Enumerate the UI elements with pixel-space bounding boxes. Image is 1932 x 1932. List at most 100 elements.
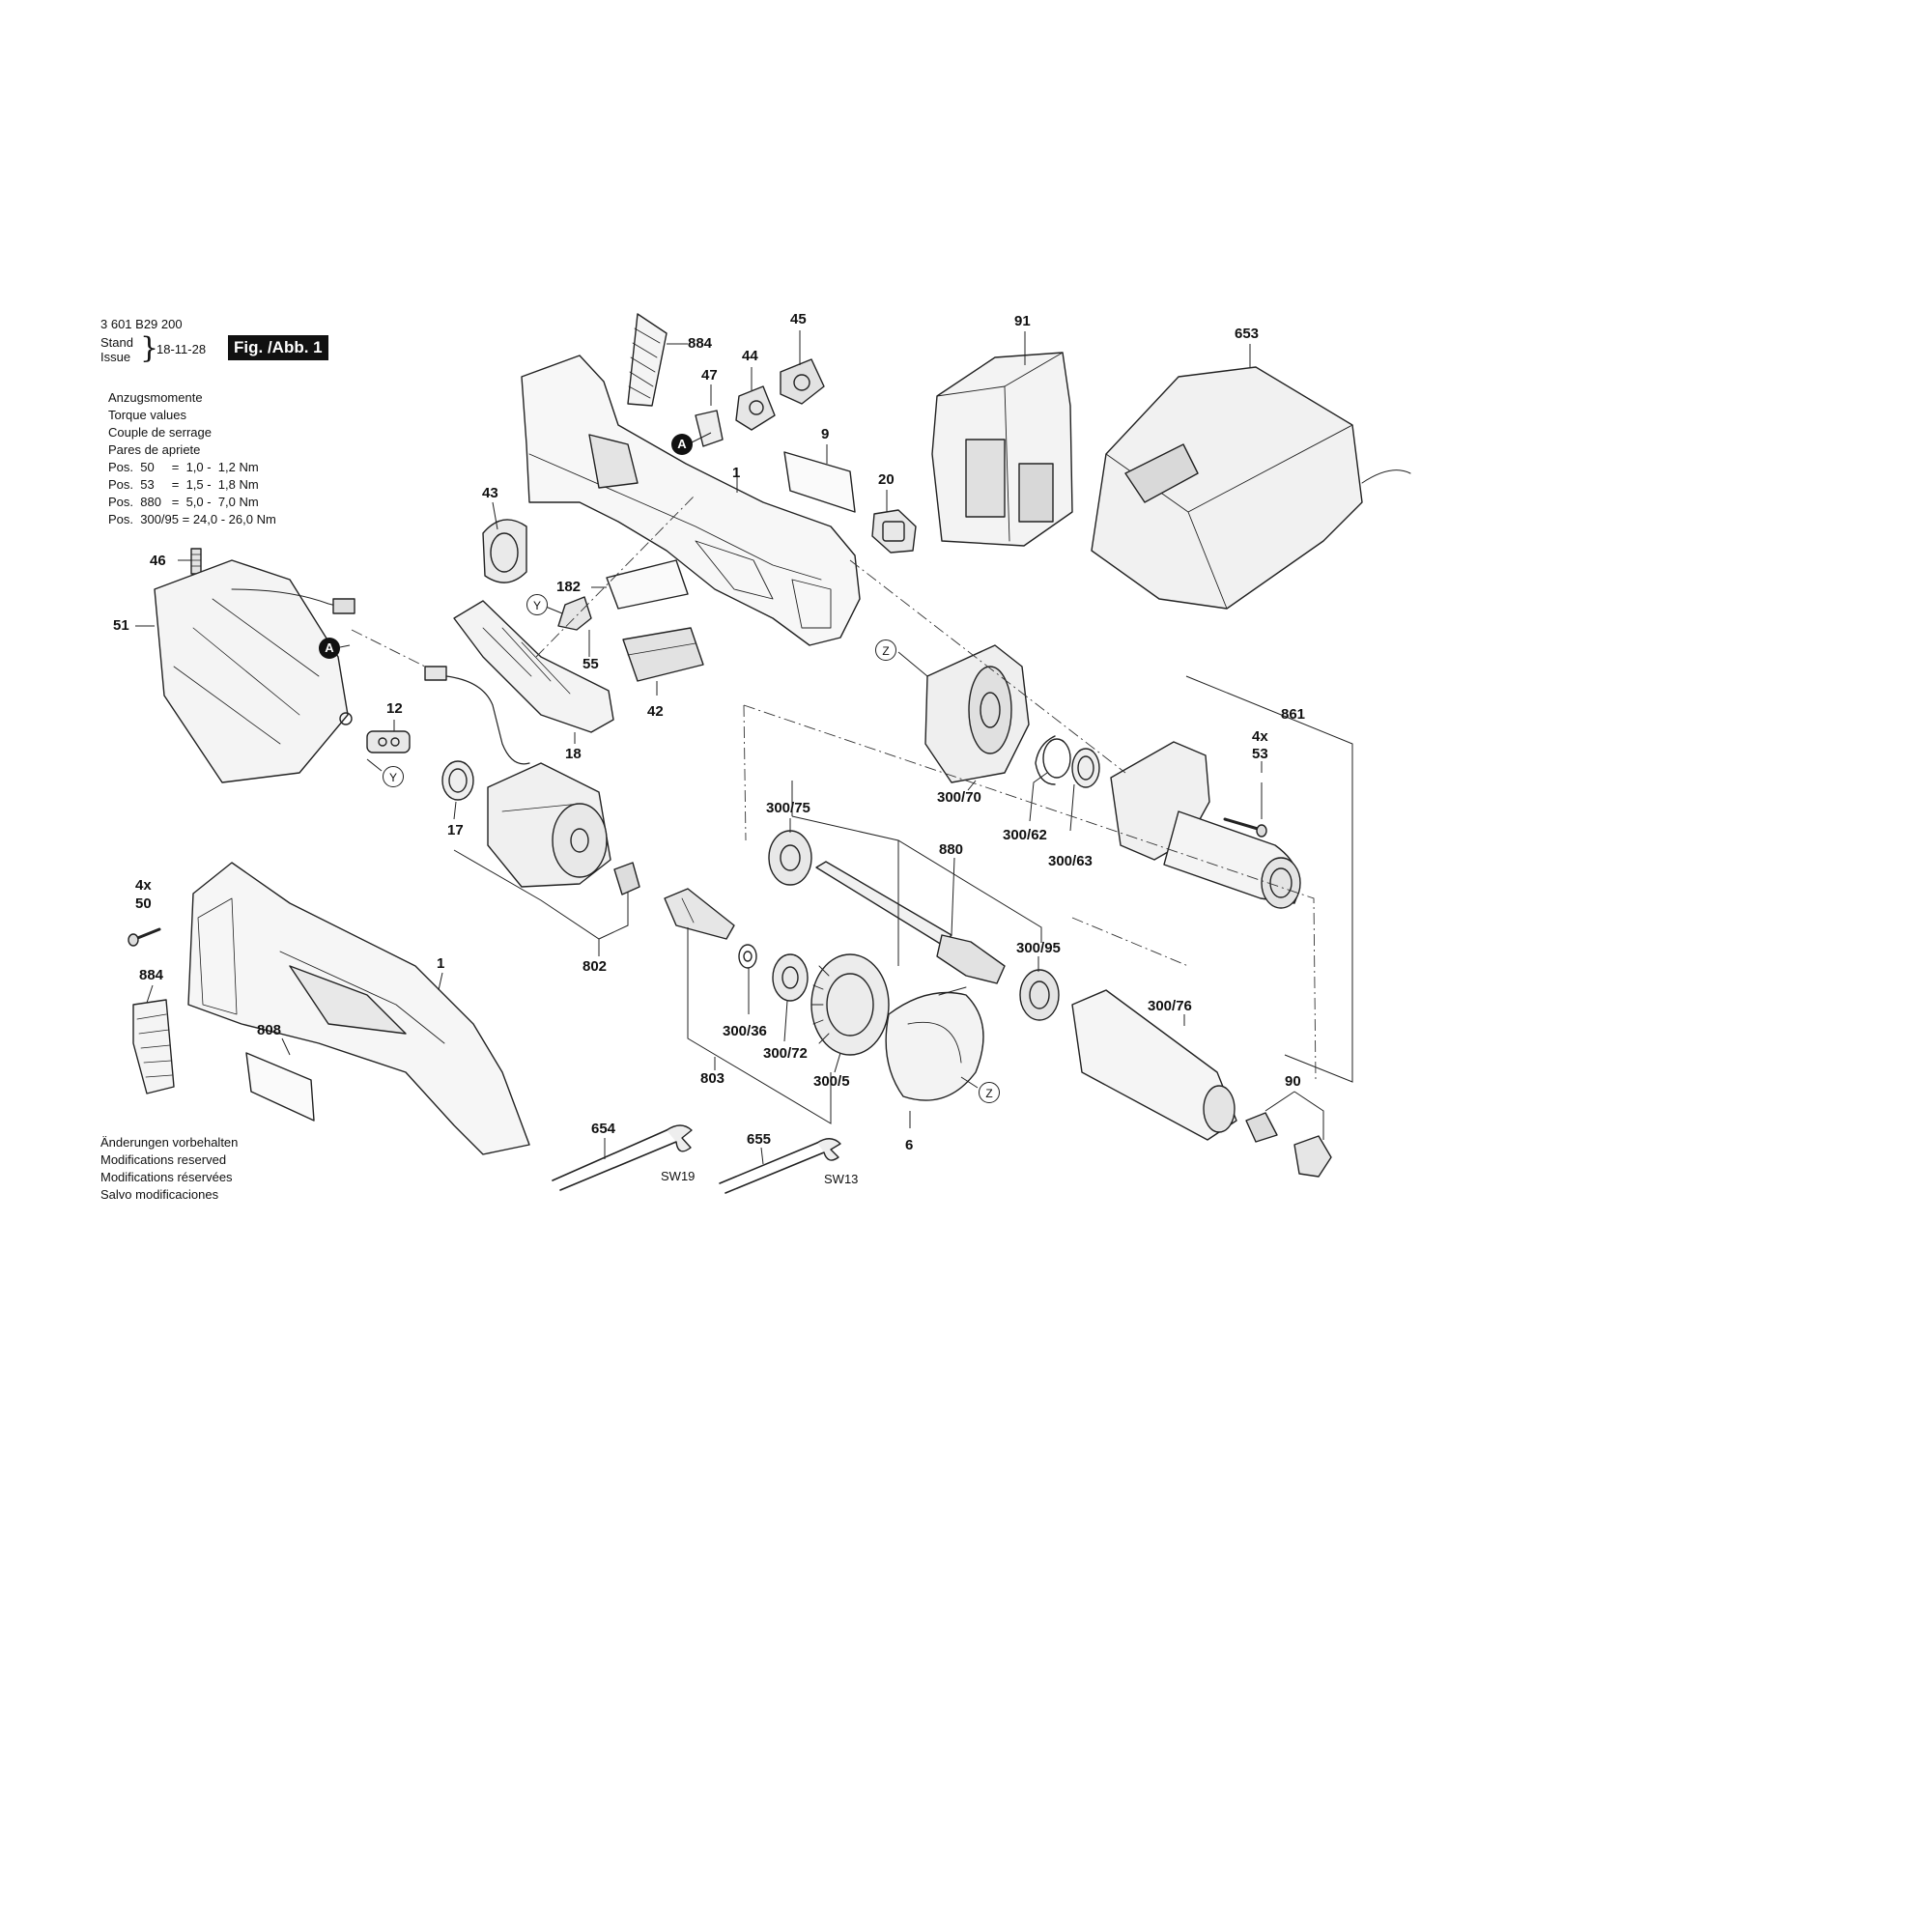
issue-date: 18-11-28 — [156, 342, 207, 356]
part-654-wrench-sw19 — [552, 1124, 693, 1191]
part-91-battery — [931, 352, 1073, 547]
part-300-75-bearing — [768, 830, 812, 886]
part-9-label — [783, 451, 856, 513]
label-91: 91 — [1014, 313, 1031, 329]
torque-title-de: Anzugsmomente — [108, 390, 203, 405]
stand-label: Stand — [100, 335, 133, 350]
part-spindle — [664, 888, 735, 940]
footer-note-en: Modifications reserved — [100, 1152, 227, 1167]
part-884-filter-lower — [132, 999, 175, 1094]
part-44-carrier — [735, 385, 776, 431]
part-46-spring — [190, 548, 202, 575]
part-300-63-ring — [1071, 748, 1100, 788]
callout-a-left: A — [319, 638, 340, 659]
part-300-62-circlip — [1035, 735, 1071, 785]
part-43-cap — [482, 519, 527, 583]
part-861-gear-head — [1110, 741, 1301, 909]
callout-z-top: Z — [875, 639, 896, 661]
part-300-76-sleeve — [1071, 989, 1237, 1141]
part-47-retainer — [695, 410, 724, 447]
part-802-motor — [487, 762, 611, 888]
label-50: 50 — [135, 895, 152, 912]
label-45: 45 — [790, 311, 807, 327]
label-182: 182 — [556, 579, 582, 595]
label-802: 802 — [582, 958, 608, 975]
label-1-lower: 1 — [437, 955, 445, 972]
label-808: 808 — [257, 1022, 282, 1038]
part-300-5-gear — [810, 953, 890, 1056]
part-20-switch — [871, 509, 917, 554]
label-9: 9 — [821, 426, 830, 442]
label-300-62: 300/62 — [1003, 827, 1047, 843]
label-12: 12 — [386, 700, 403, 717]
torque-row: Pos. 880 = 5,0 - 7,0 Nm — [108, 495, 259, 509]
part-1-housing-lower — [187, 862, 530, 1155]
label-55: 55 — [582, 656, 599, 672]
part-880-shaft — [815, 861, 1006, 984]
part-655-wrench-sw13 — [719, 1138, 841, 1194]
part-300-72-bearing — [772, 953, 809, 1002]
torque-title-en: Torque values — [108, 408, 186, 422]
wrench-size-sw19: SW19 — [661, 1169, 696, 1183]
part-1-housing-half — [521, 355, 861, 646]
torque-title-es: Pares de apriete — [108, 442, 201, 457]
label-53: 53 — [1252, 746, 1268, 762]
label-1-top: 1 — [732, 465, 741, 481]
part-808-label — [245, 1052, 315, 1122]
torque-row: Pos. 53 = 1,5 - 1,8 Nm — [108, 477, 259, 492]
label-300-72: 300/72 — [763, 1045, 808, 1062]
label-300-63: 300/63 — [1048, 853, 1093, 869]
part-182-sheet — [606, 559, 689, 610]
label-44: 44 — [742, 348, 758, 364]
callout-a-top: A — [671, 434, 693, 455]
label-4x-53: 4x — [1252, 728, 1268, 745]
label-803: 803 — [700, 1070, 725, 1087]
label-42: 42 — [647, 703, 664, 720]
label-300-95: 300/95 — [1016, 940, 1061, 956]
label-300-70: 300/70 — [937, 789, 981, 806]
footer-note-de: Änderungen vorbehalten — [100, 1135, 239, 1150]
callout-z-bottom: Z — [979, 1082, 1000, 1103]
label-6: 6 — [905, 1137, 914, 1153]
wrench-size-sw13: SW13 — [824, 1172, 859, 1186]
part-6-guard — [885, 986, 984, 1101]
label-300-76: 300/76 — [1148, 998, 1192, 1014]
part-number: 3 601 B29 200 — [100, 317, 183, 331]
footer-note-fr: Modifications réservées — [100, 1170, 233, 1184]
label-46: 46 — [150, 553, 166, 569]
label-884-top: 884 — [688, 335, 713, 352]
part-50-screw — [128, 927, 161, 947]
footer-note-es: Salvo modificaciones — [100, 1187, 219, 1202]
callout-y-top: Y — [526, 594, 548, 615]
part-17-ring — [441, 760, 474, 801]
wire-harness — [424, 666, 530, 765]
exploded-parts-diagram: 3 601 B29 200 Stand Issue } 18-11-28 Fig… — [100, 311, 1411, 1202]
part-90-collet — [1245, 1112, 1278, 1143]
issue-label: Issue — [100, 350, 131, 364]
label-4x-50: 4x — [135, 877, 152, 894]
label-18: 18 — [565, 746, 582, 762]
part-motor-coupling — [613, 862, 640, 895]
label-47: 47 — [701, 367, 718, 384]
brace-icon: } — [140, 331, 159, 365]
label-880: 880 — [939, 841, 964, 858]
label-300-75: 300/75 — [766, 800, 810, 816]
part-18-cover — [453, 600, 614, 733]
part-90-nut — [1293, 1135, 1332, 1178]
part-300-36-washer — [738, 944, 757, 969]
label-653: 653 — [1235, 326, 1260, 342]
part-300-70-flange — [924, 644, 1030, 783]
label-861: 861 — [1281, 706, 1306, 723]
label-300-36: 300/36 — [723, 1023, 767, 1039]
part-55-lever — [557, 596, 592, 631]
torque-title-fr: Couple de serrage — [108, 425, 212, 440]
part-300-95-nut — [1019, 969, 1060, 1021]
label-655: 655 — [747, 1131, 772, 1148]
part-42-pad — [622, 627, 704, 682]
part-51-electronics — [154, 559, 355, 783]
part-45-plate — [780, 358, 825, 405]
torque-row: Pos. 50 = 1,0 - 1,2 Nm — [108, 460, 259, 474]
part-12-connector — [366, 730, 411, 753]
callout-y-bottom: Y — [383, 766, 404, 787]
parts-line-art — [128, 313, 1411, 1194]
